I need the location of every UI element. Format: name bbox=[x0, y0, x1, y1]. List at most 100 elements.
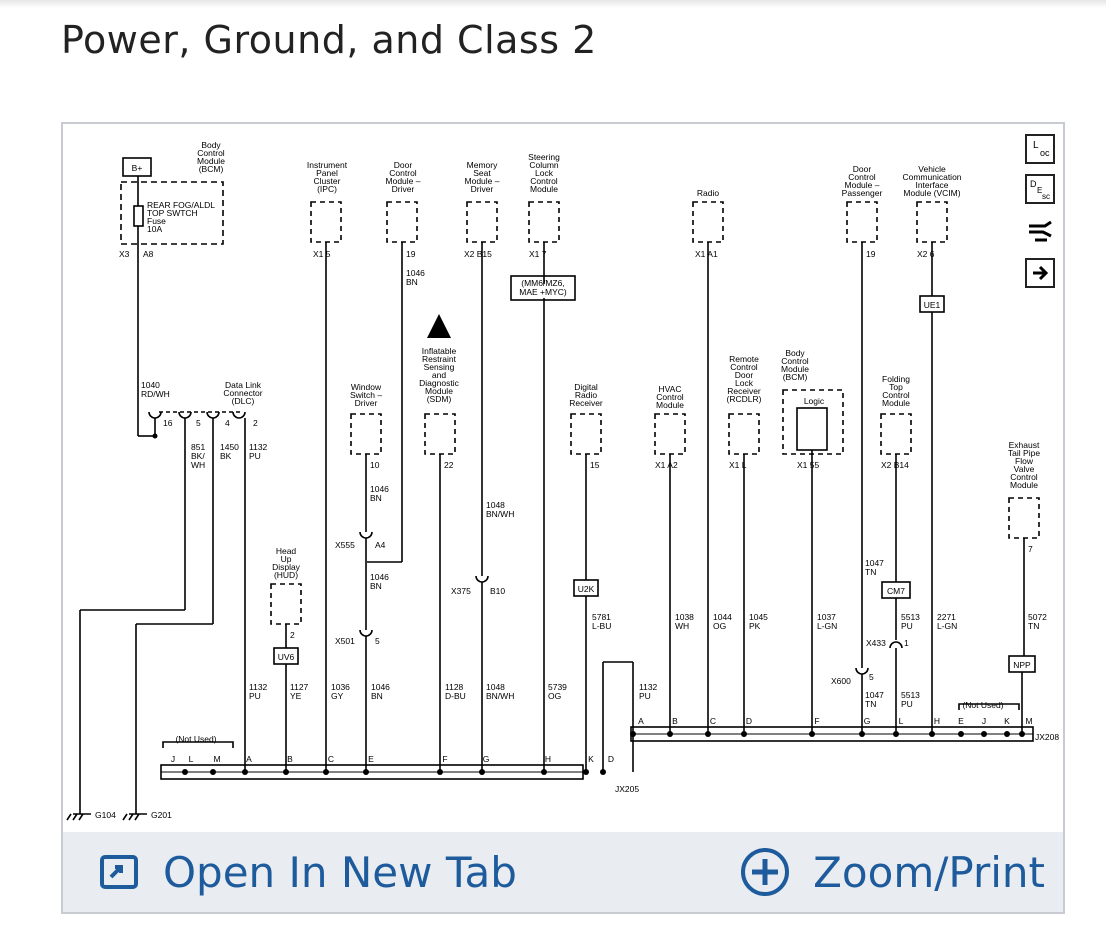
jx208-label: JX208 bbox=[1035, 732, 1059, 742]
x501-pin: 5 bbox=[375, 636, 380, 646]
x600-label: X600 bbox=[831, 676, 851, 686]
svg-text:oc: oc bbox=[1040, 148, 1050, 158]
b10-label: B10 bbox=[490, 586, 505, 596]
connector-icon[interactable] bbox=[1025, 216, 1055, 246]
uv6-label: UV6 bbox=[278, 652, 295, 662]
sdm-pin: 22 bbox=[444, 460, 454, 470]
not-used-label-right: (Not Used) bbox=[962, 700, 1003, 710]
jx205-pin-M: M bbox=[213, 754, 220, 764]
ftcm-pin: X2 B14 bbox=[881, 460, 909, 470]
radio-pin: X1 A1 bbox=[695, 249, 718, 259]
jx205-pin-D: D bbox=[608, 754, 614, 764]
etpfv-pin: 7 bbox=[1028, 544, 1033, 554]
zoom-print-label: Zoom/Print bbox=[813, 847, 1045, 897]
ue1-label: UE1 bbox=[924, 300, 941, 310]
jx208-pin-K: K bbox=[1004, 716, 1010, 726]
jx205-pin-B: B bbox=[287, 754, 293, 764]
dlc-pin-16: 16 bbox=[163, 418, 173, 428]
hud-pin: 2 bbox=[290, 630, 295, 640]
jx205-pin-H: H bbox=[545, 754, 551, 764]
not-used-label-left: (Not Used) bbox=[175, 734, 216, 744]
x555-label: X555 bbox=[335, 540, 355, 550]
next-arrow-icon[interactable] bbox=[1025, 258, 1055, 288]
dlc-pin-5: 5 bbox=[196, 418, 201, 428]
svg-text:D: D bbox=[1030, 179, 1037, 189]
jx208-pin-F: F bbox=[814, 716, 819, 726]
open-in-new-tab-button[interactable]: Open In New Tab bbox=[99, 832, 517, 912]
wsd-pin: 10 bbox=[370, 460, 380, 470]
vcim-pin: X2 6 bbox=[917, 249, 935, 259]
u2k-label: U2K bbox=[578, 584, 595, 594]
top-shadow bbox=[0, 0, 1106, 8]
jx208-pin-G: G bbox=[864, 716, 871, 726]
jx205-pin-L: L bbox=[189, 754, 194, 764]
footer-bar: Open In New Tab Zoom/Print bbox=[63, 832, 1063, 912]
jx208-pin-A: A bbox=[638, 716, 644, 726]
x3-label: X3 bbox=[119, 249, 130, 259]
bplus-box bbox=[122, 157, 152, 177]
jx208-pin-J: J bbox=[982, 716, 986, 726]
open-new-tab-icon bbox=[100, 855, 138, 889]
zoom-plus-icon bbox=[741, 848, 790, 896]
jx208-pin-D: D bbox=[746, 716, 752, 726]
open-in-new-tab-label: Open In New Tab bbox=[163, 847, 517, 897]
jx205-pin-A: A bbox=[246, 754, 252, 764]
logic-label: Logic bbox=[804, 396, 825, 406]
jx205-label: JX205 bbox=[615, 784, 639, 794]
page-title: Power, Ground, and Class 2 bbox=[61, 18, 597, 62]
jx205-pin-J: J bbox=[171, 754, 175, 764]
dlc-pin-2: 2 bbox=[253, 418, 258, 428]
sclcm-pin: X1 7 bbox=[529, 249, 547, 259]
fuse-symbol bbox=[133, 205, 144, 227]
x501-label: X501 bbox=[335, 636, 355, 646]
x600-pin: 5 bbox=[869, 672, 874, 682]
drr-pin: 15 bbox=[590, 460, 600, 470]
jx205-pin-K: K bbox=[588, 754, 594, 764]
bcm-fuse-box bbox=[120, 181, 224, 245]
jx205-pin-E: E bbox=[368, 754, 374, 764]
zoom-print-button[interactable]: Zoom/Print bbox=[739, 832, 1045, 912]
hvac-pin: X1 A2 bbox=[655, 460, 678, 470]
jx208-pin-M: M bbox=[1025, 716, 1032, 726]
dlc-pin-4: 4 bbox=[225, 418, 230, 428]
cm7-label: CM7 bbox=[887, 586, 905, 596]
ipc-pin: X1 5 bbox=[313, 249, 331, 259]
